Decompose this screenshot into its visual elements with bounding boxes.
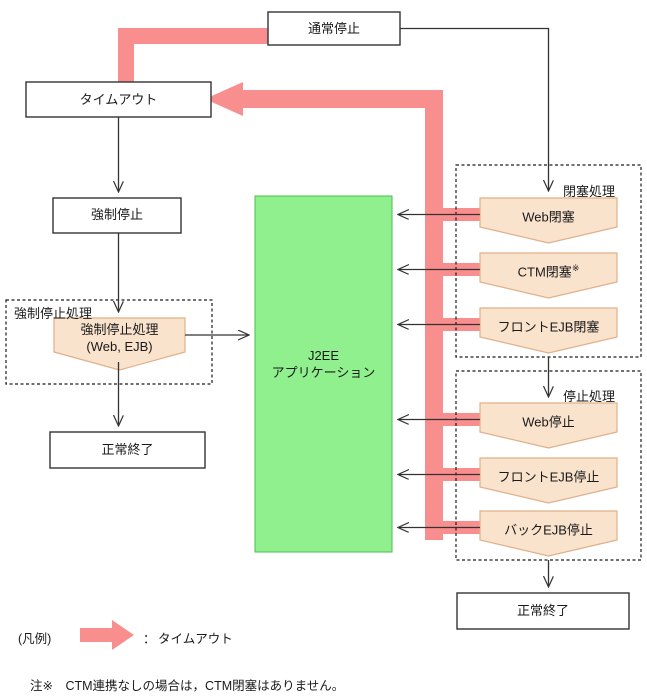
shape-stop-step-3 — [479, 510, 618, 557]
legend-pink-arrow-icon — [80, 620, 134, 650]
shape-blockade-step-3 — [479, 307, 618, 354]
pink-trunk-horizontal — [243, 90, 443, 108]
legend-label: タイムアウト — [158, 632, 233, 646]
pink-trunk-vertical — [425, 90, 443, 540]
box-normal-end-left — [49, 431, 206, 469]
group-box-forced-stop — [5, 299, 213, 385]
shape-stop-step-2 — [479, 457, 618, 504]
shape-blockade-step-2 — [479, 252, 618, 299]
group-label-forced-stop: 強制停止処理 — [14, 306, 93, 321]
box-normal-stop — [267, 11, 401, 46]
group-label-blockade: 閉塞処理 — [563, 184, 616, 199]
pink-arrowhead-timeout — [205, 82, 243, 116]
group-label-stop: 停止処理 — [563, 389, 616, 404]
box-forced-stop — [52, 197, 182, 234]
box-normal-end-right — [456, 592, 630, 630]
shape-forced-stop-processing — [53, 317, 186, 371]
line-normal-stop-to-blockade — [400, 27, 549, 191]
legend-separator: ： — [143, 632, 156, 646]
shape-blockade-step-1 — [479, 197, 618, 244]
shape-stop-step-1 — [479, 402, 618, 449]
legend-prefix: (凡例) — [18, 632, 52, 646]
box-j2ee-application — [254, 195, 393, 553]
footnote: 注※ CTM連携なしの場合は，CTM閉塞はありません。 — [30, 679, 345, 693]
box-timeout — [25, 81, 212, 118]
